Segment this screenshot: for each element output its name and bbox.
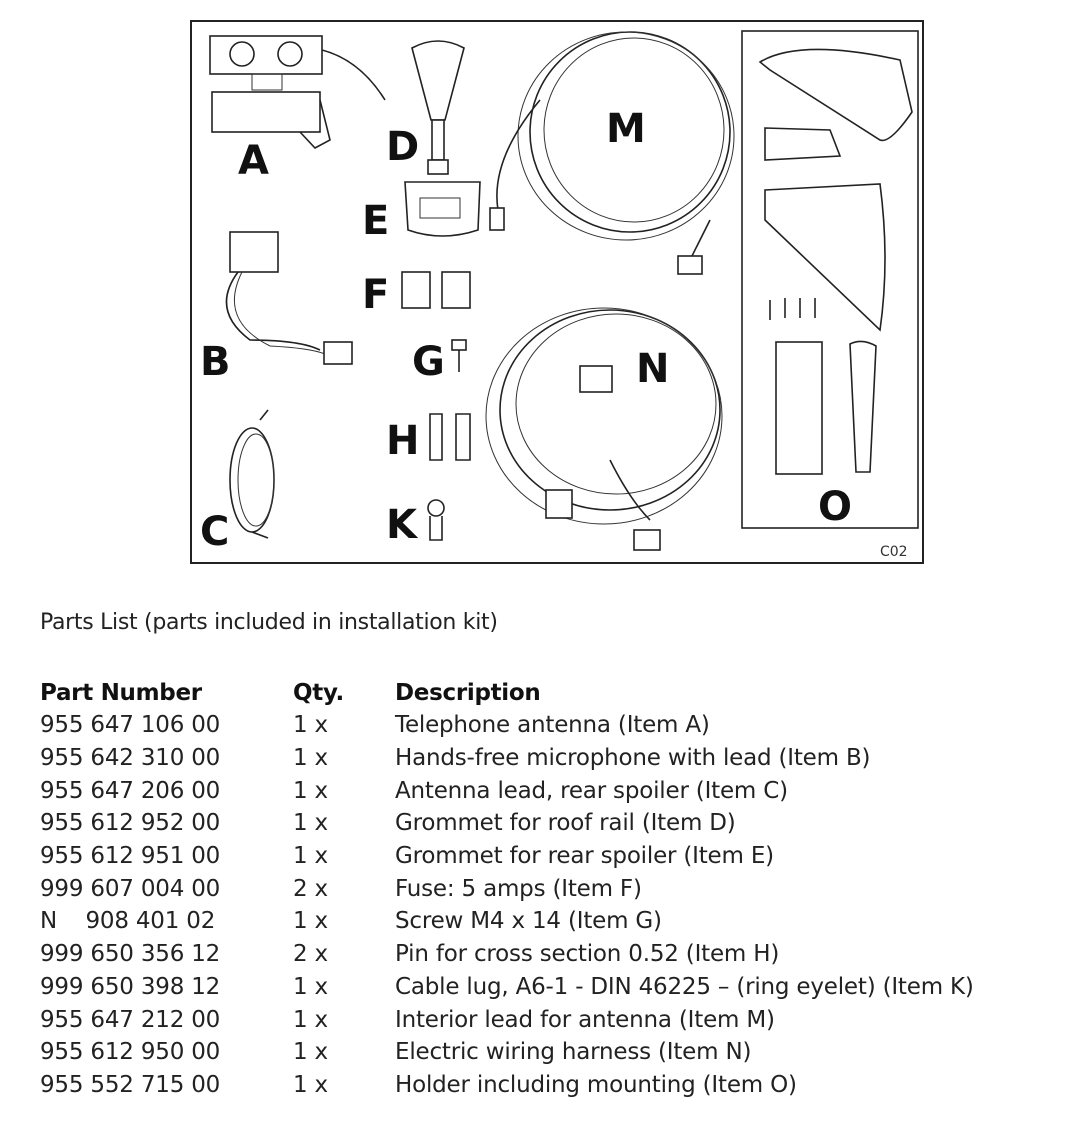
parts-list-caption: Parts List (parts included in installati… (40, 610, 498, 635)
description-cell: Hands-free microphone with lead (Item B) (395, 745, 871, 772)
description-cell: Holder including mounting (Item O) (395, 1071, 797, 1098)
description-cell: Interior lead for antenna (Item M) (395, 1006, 775, 1033)
pins-drawing (429, 413, 471, 461)
part-number-cell: 955 642 310 00 (40, 745, 221, 772)
part-number-cell: 955 647 212 00 (40, 1006, 221, 1033)
parts-table: Part Number Qty. Description 955 647 106… (40, 677, 995, 1101)
description-cell: Fuse: 5 amps (Item F) (395, 875, 642, 902)
qty-cell: 1 x (293, 1006, 328, 1033)
part-number-cell: 955 647 106 00 (40, 712, 221, 739)
antenna-lead-drawing (229, 409, 275, 539)
label-h: H (386, 418, 419, 464)
part-number-cell: 955 612 950 00 (40, 1039, 221, 1066)
header-part-number: Part Number (40, 680, 202, 706)
qty-cell: 1 x (293, 973, 328, 1000)
table-row: 955 552 715 00 1 x Holder including moun… (40, 1069, 995, 1102)
description-cell: Antenna lead, rear spoiler (Item C) (395, 777, 788, 804)
parts-figure: A D E F B G H C K M N O C02 (190, 20, 924, 564)
part-number-cell: 999 650 356 12 (40, 941, 221, 968)
grommet-rear-spoiler-drawing (404, 181, 481, 237)
description-cell: Cable lug, A6-1 - DIN 46225 – (ring eyel… (395, 973, 974, 1000)
telephone-antenna-drawing (209, 35, 386, 149)
part-number-cell: 955 612 951 00 (40, 843, 221, 870)
label-k: K (386, 502, 419, 548)
table-row: 955 647 106 00 1 x Telephone antenna (It… (40, 709, 995, 742)
part-number-cell: 999 607 004 00 (40, 875, 221, 902)
description-cell: Electric wiring harness (Item N) (395, 1039, 752, 1066)
parts-illustration: A D E F B G H C K M N O C02 (190, 20, 924, 564)
qty-cell: 1 x (293, 1039, 328, 1066)
qty-cell: 1 x (293, 843, 328, 870)
label-b: B (200, 339, 231, 385)
label-c: C (200, 509, 229, 555)
table-row: 955 612 951 00 1 x Grommet for rear spoi… (40, 840, 995, 873)
figure-code: C02 (880, 544, 908, 560)
part-number-cell: 955 647 206 00 (40, 777, 221, 804)
qty-cell: 1 x (293, 908, 328, 935)
label-m: M (606, 106, 646, 152)
grommet-roof-rail-drawing (411, 40, 465, 175)
table-row: 955 612 950 00 1 x Electric wiring harne… (40, 1036, 995, 1069)
table-row: 955 647 212 00 1 x Interior lead for ant… (40, 1003, 995, 1036)
wiring-harness-drawing (485, 307, 723, 551)
table-row: 999 607 004 00 2 x Fuse: 5 amps (Item F) (40, 872, 995, 905)
qty-cell: 1 x (293, 777, 328, 804)
description-cell: Pin for cross section 0.52 (Item H) (395, 941, 780, 968)
qty-cell: 2 x (293, 875, 328, 902)
header-qty: Qty. (293, 680, 344, 706)
screw-drawing (451, 339, 467, 372)
table-header-row: Part Number Qty. Description (40, 677, 995, 709)
label-g: G (412, 339, 445, 385)
label-n: N (636, 346, 669, 392)
fuses-drawing (401, 271, 471, 309)
qty-cell: 2 x (293, 941, 328, 968)
item-o-box (741, 30, 919, 529)
label-d: D (386, 124, 419, 170)
qty-cell: 1 x (293, 712, 328, 739)
part-number-cell: 999 650 398 12 (40, 973, 221, 1000)
holder-mounting-drawing (758, 48, 913, 475)
header-description: Description (395, 680, 541, 706)
part-number-cell: 955 612 952 00 (40, 810, 221, 837)
label-e: E (362, 198, 389, 244)
cable-lug-drawing (427, 499, 445, 541)
table-row: 999 650 356 12 2 x Pin for cross section… (40, 938, 995, 971)
microphone-lead-drawing (225, 231, 353, 365)
qty-cell: 1 x (293, 745, 328, 772)
description-cell: Grommet for rear spoiler (Item E) (395, 843, 774, 870)
qty-cell: 1 x (293, 1071, 328, 1098)
label-f: F (362, 272, 389, 318)
description-cell: Telephone antenna (Item A) (395, 712, 710, 739)
label-a: A (238, 138, 269, 184)
table-row: 955 642 310 00 1 x Hands-free microphone… (40, 742, 995, 775)
table-row: N 908 401 02 1 x Screw M4 x 14 (Item G) (40, 905, 995, 938)
description-cell: Screw M4 x 14 (Item G) (395, 908, 662, 935)
label-o: O (818, 484, 852, 530)
table-row: 955 647 206 00 1 x Antenna lead, rear sp… (40, 774, 995, 807)
part-number-cell: 955 552 715 00 (40, 1071, 221, 1098)
table-row: 999 650 398 12 1 x Cable lug, A6-1 - DIN… (40, 971, 995, 1004)
description-cell: Grommet for roof rail (Item D) (395, 810, 736, 837)
part-number-cell: N 908 401 02 (40, 908, 216, 935)
table-row: 955 612 952 00 1 x Grommet for roof rail… (40, 807, 995, 840)
qty-cell: 1 x (293, 810, 328, 837)
interior-lead-drawing (489, 31, 735, 275)
